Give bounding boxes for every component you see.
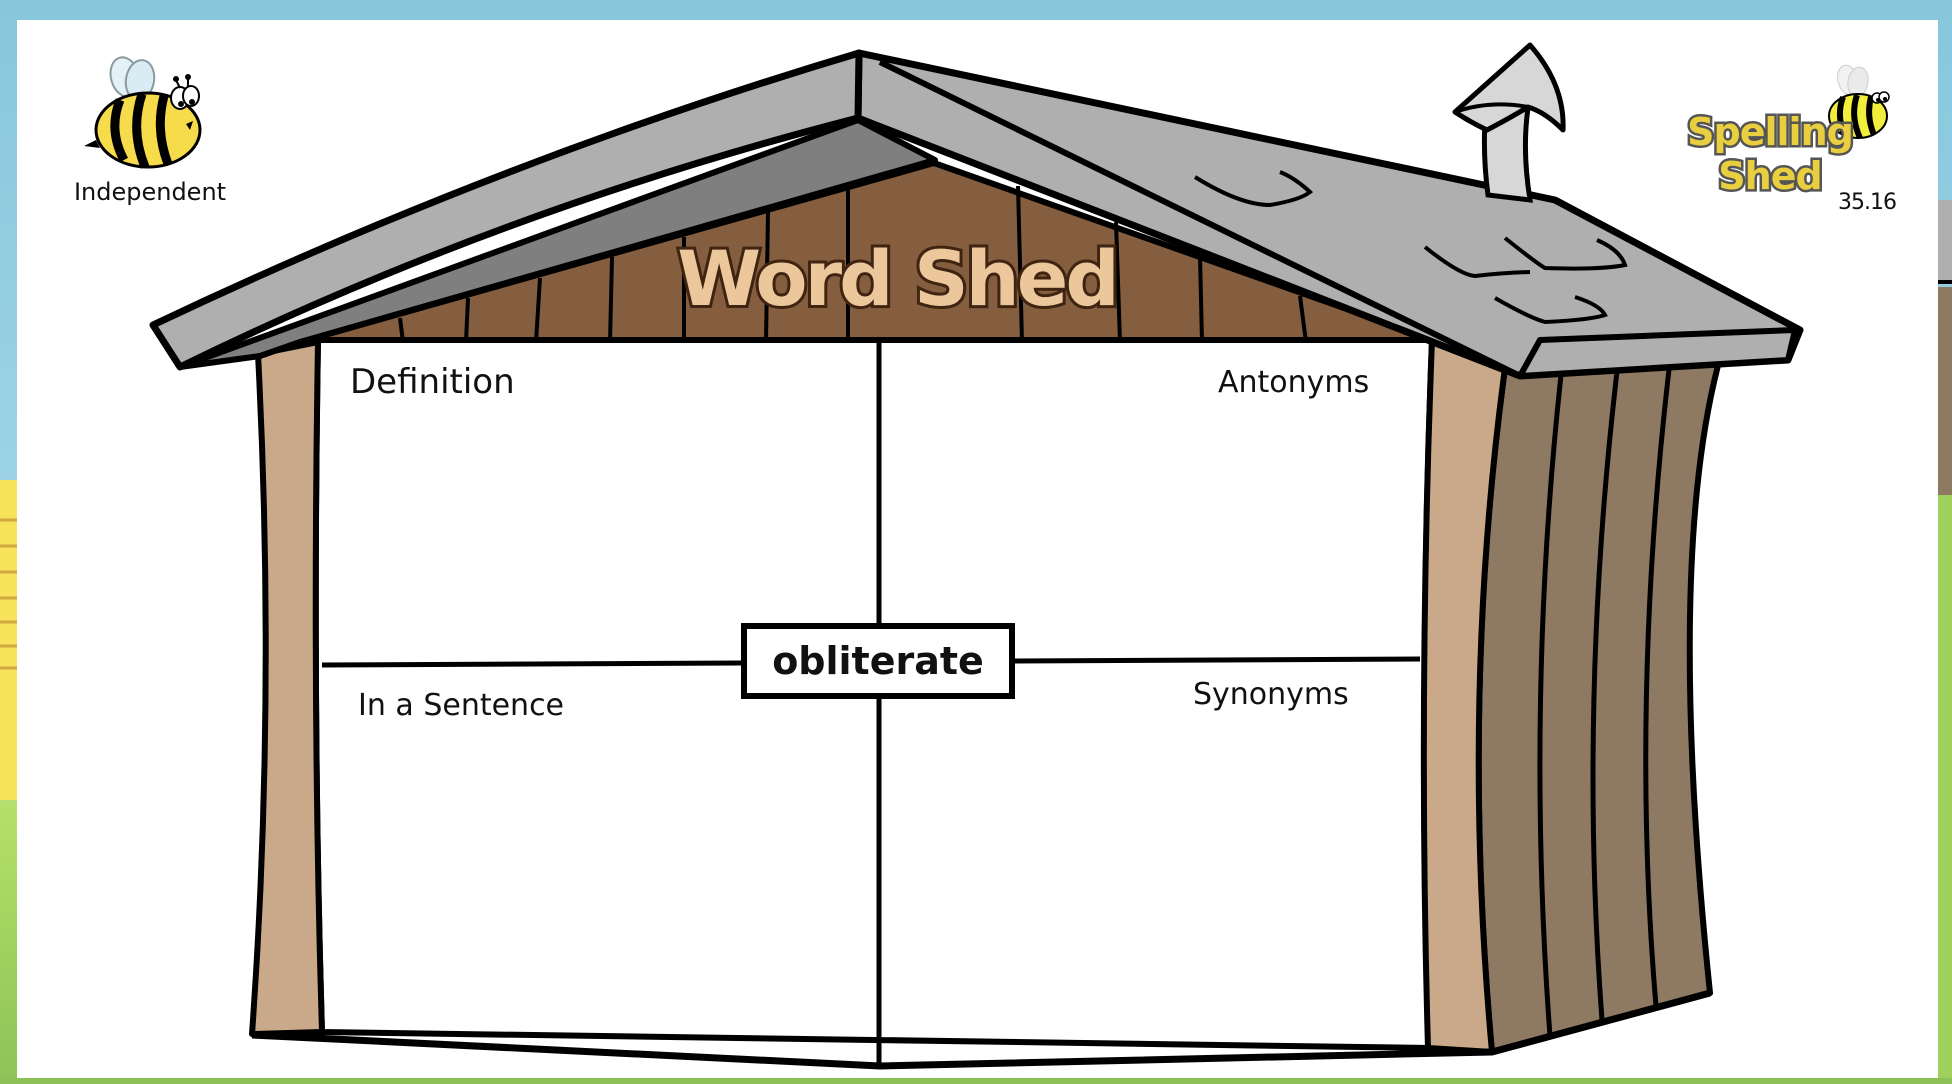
- logo-bee-icon: [1828, 64, 1890, 140]
- shed-roof: [149, 49, 1804, 380]
- background-shed: [1938, 200, 1952, 1078]
- shed-baseline: [251, 989, 1711, 1070]
- quadrant-dividers: [321, 340, 1421, 1064]
- shed-left-post: [249, 339, 325, 1037]
- sentence-label: In a Sentence: [358, 688, 565, 723]
- shed-side-wall: [1475, 355, 1723, 1055]
- synonyms-label: Synonyms: [1193, 677, 1349, 712]
- ground-strip: [0, 1078, 1952, 1084]
- target-word-box: obliterate: [741, 623, 1015, 699]
- spelling-shed-logo: Spelling Shed: [1685, 108, 1857, 201]
- shed-title-text: Word Shed: [674, 231, 1122, 326]
- antonyms-label: Antonyms: [1218, 365, 1370, 400]
- activity-code: 35.16: [1838, 190, 1897, 215]
- definition-label: Definition: [350, 362, 515, 402]
- level-label: Independent: [73, 178, 227, 206]
- background-hive: [0, 480, 17, 800]
- chimney-vent: [1452, 42, 1566, 203]
- level-bee-icon: [84, 56, 202, 169]
- target-word: obliterate: [772, 639, 984, 683]
- shed-title: Word Shed: [674, 231, 1122, 326]
